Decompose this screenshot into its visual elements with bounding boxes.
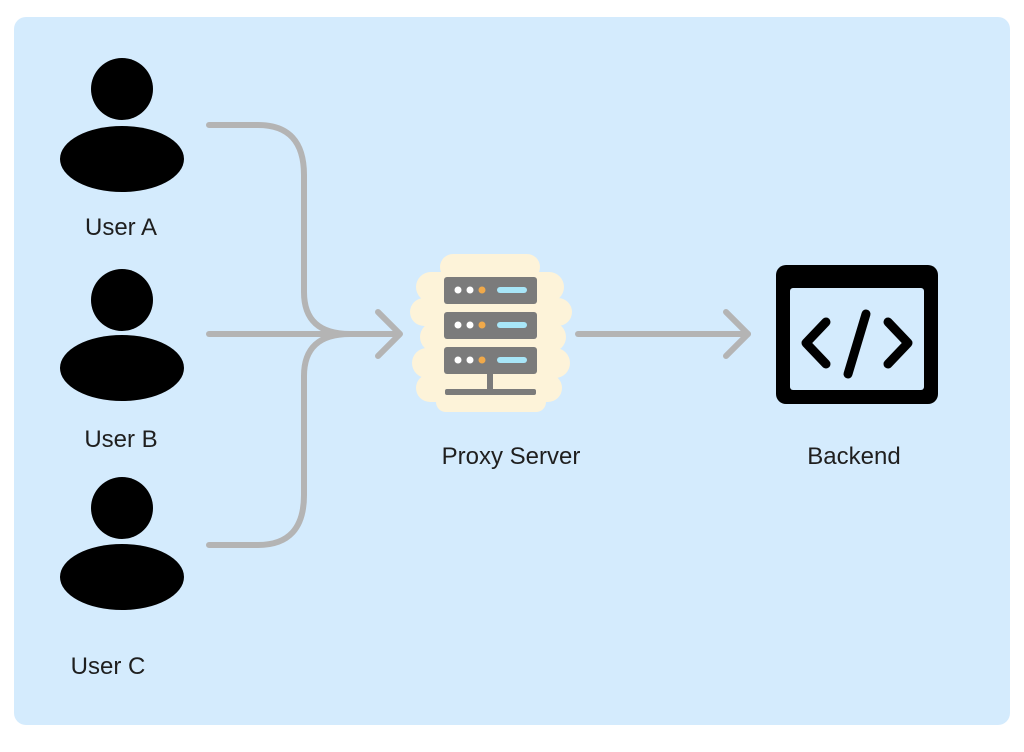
user-b-label: User B <box>84 426 158 453</box>
proxy-server-label: Proxy Server <box>441 443 581 470</box>
server-stand <box>487 374 493 390</box>
server-unit-2 <box>444 312 537 339</box>
user-icon <box>60 58 184 192</box>
user-icon <box>60 269 184 401</box>
server-base <box>445 389 536 395</box>
code-bracket-right <box>883 317 913 369</box>
connector-user-a <box>206 122 353 337</box>
server-rack-icon <box>410 254 572 412</box>
user-connectors <box>206 122 403 548</box>
backend-label: Backend <box>807 443 901 470</box>
server-unit-1 <box>444 277 537 304</box>
connector-user-c <box>206 331 353 548</box>
backend-connector <box>575 309 751 359</box>
code-slash <box>843 309 871 379</box>
code-bracket-left <box>801 317 831 369</box>
user-c-label: User C <box>70 653 146 680</box>
arrowhead-to-backend <box>723 309 751 359</box>
arrowhead-to-proxy <box>375 309 403 359</box>
code-window-icon <box>776 265 938 404</box>
user-icon <box>60 477 184 610</box>
user-a-label: User A <box>84 214 158 241</box>
server-unit-3 <box>444 347 537 374</box>
